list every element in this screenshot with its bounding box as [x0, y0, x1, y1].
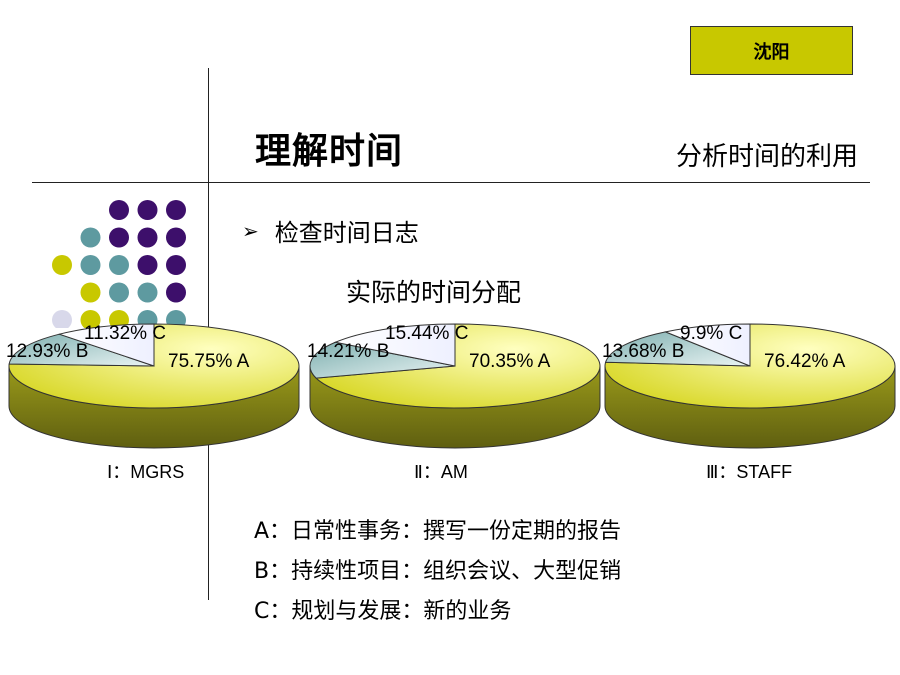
pie-label-a: 70.35% A — [469, 351, 551, 372]
dot — [109, 310, 129, 328]
dot — [52, 255, 72, 275]
legend-item-a: A：日常性事务：撰写一份定期的报告 — [254, 519, 622, 544]
pie-label-a: 75.75% A — [168, 351, 250, 372]
dot — [109, 255, 129, 275]
dot — [109, 227, 129, 248]
legend: A：日常性事务：撰写一份定期的报告 B：持续性项目：组织会议、大型促销 C：规划… — [254, 512, 621, 632]
pie-label-b: 12.93% B — [6, 341, 88, 362]
pie-slice-a — [315, 323, 601, 409]
pie-charts: 75.75% A 12.93% B11.32% C 70.35% A 14.21% B… — [6, 323, 896, 449]
decorative-dot-grid — [52, 200, 186, 328]
pie-slice-c — [57, 323, 155, 367]
pie-slice-c — [333, 323, 456, 367]
chart-title: 实际的时间分配 — [346, 278, 522, 307]
dot — [166, 310, 186, 328]
dot — [166, 200, 186, 220]
dot — [109, 200, 129, 220]
pie-label-a: 76.42% A — [764, 351, 846, 372]
dot — [166, 282, 186, 303]
arrowhead-bullet-icon: ➢ — [242, 218, 259, 243]
pie-label-b: 14.21% B — [307, 341, 389, 362]
dot — [166, 227, 186, 248]
city-badge: 沈阳 — [690, 26, 853, 75]
dot — [52, 310, 72, 328]
page-title: 理解时间 — [255, 131, 404, 172]
city-label: 沈阳 — [753, 41, 790, 63]
pie-slice-b — [604, 331, 751, 367]
pie-label-c: 11.32% C — [84, 323, 166, 344]
dot — [80, 310, 101, 328]
pie-3-name: Ⅲ：STAFF — [706, 462, 793, 482]
dot — [80, 255, 101, 275]
dot — [137, 200, 158, 220]
dot — [80, 282, 101, 303]
dot — [137, 255, 158, 275]
page-subtitle: 分析时间的利用 — [675, 142, 858, 172]
pie-slice-b — [8, 333, 155, 367]
dot — [137, 310, 158, 328]
bullet-text: 检查时间日志 — [274, 219, 419, 247]
dot — [137, 282, 158, 303]
legend-item-b: B：持续性项目：组织会议、大型促销 — [254, 559, 622, 584]
pie-label-c: 9.9% C — [680, 323, 742, 344]
pie-label-c: 15.44% C — [385, 323, 468, 344]
pie-slice-c — [663, 323, 751, 367]
dot — [80, 227, 101, 248]
bullet-item: ➢ 检查时间日志 — [242, 213, 419, 248]
dot — [109, 282, 129, 303]
pie-label-b: 13.68% B — [602, 341, 684, 362]
dot — [137, 227, 158, 248]
pie-2-name: Ⅱ：AM — [414, 462, 468, 482]
legend-item-c: C：规划与发展：新的业务 — [254, 599, 512, 624]
dot — [166, 255, 186, 275]
horizontal-divider — [32, 182, 870, 183]
pie-slice-b — [309, 341, 456, 379]
pie-1-name: Ⅰ：MGRS — [107, 462, 185, 482]
